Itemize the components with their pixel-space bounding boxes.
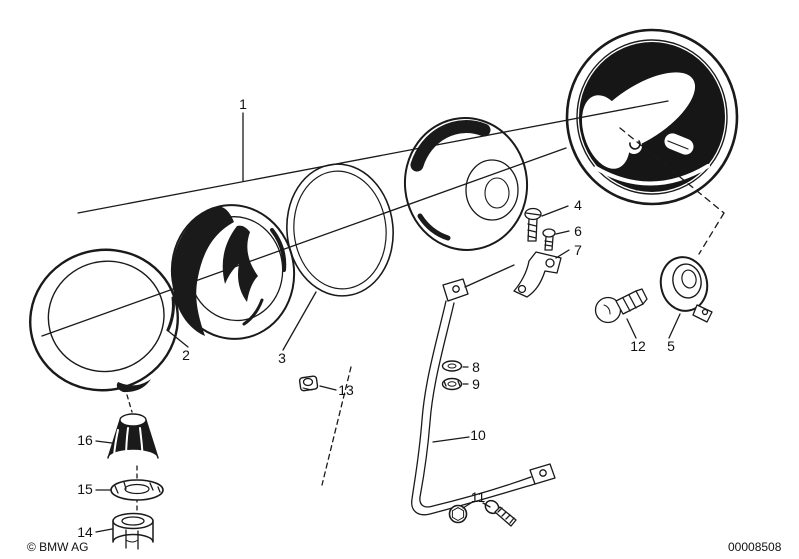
leader-10 xyxy=(432,436,470,443)
leader-3 xyxy=(282,291,317,351)
leader-4 xyxy=(541,205,569,217)
trim-ring-drawing xyxy=(170,204,296,340)
leader-5 xyxy=(668,313,681,339)
part-label-14: 14 xyxy=(77,524,93,540)
bracket-10-drawing xyxy=(411,264,556,516)
screw-4-drawing xyxy=(524,207,542,242)
part-label-7: 7 xyxy=(574,242,582,258)
part-label-6: 6 xyxy=(574,223,582,239)
seal-ring-drawing xyxy=(286,163,394,297)
nut-dash-guide xyxy=(321,366,352,486)
screw-11-drawing xyxy=(484,499,517,527)
leader-2 xyxy=(166,329,189,348)
part-label-13: 13 xyxy=(338,382,354,398)
leader-11b xyxy=(482,502,491,508)
leader-13 xyxy=(319,385,337,391)
rim-drawing xyxy=(29,248,179,392)
part-label-5: 5 xyxy=(667,338,675,354)
leader-6 xyxy=(555,230,570,235)
leader-11a xyxy=(462,502,472,509)
reflector-drawing xyxy=(403,117,529,251)
part-label-1: 1 xyxy=(239,96,247,112)
bracket-7-drawing xyxy=(513,251,562,298)
part-label-2: 2 xyxy=(182,347,190,363)
document-number: 00008508 xyxy=(728,540,782,554)
part-label-16: 16 xyxy=(77,432,93,448)
part-label-10: 10 xyxy=(470,427,486,443)
leader-16 xyxy=(95,440,113,444)
screw-6-drawing xyxy=(542,228,556,251)
leader-12 xyxy=(626,318,637,339)
washer-15-drawing xyxy=(110,479,164,501)
part-label-15: 15 xyxy=(77,481,93,497)
nut-13-drawing xyxy=(298,375,319,392)
part-label-4: 4 xyxy=(574,197,582,213)
leader-7 xyxy=(555,249,570,259)
socket-5-drawing xyxy=(659,256,713,323)
part-label-11: 11 xyxy=(470,489,486,505)
bulb-12-drawing xyxy=(594,288,648,324)
bolt-11-drawing xyxy=(448,504,468,524)
part-label-9: 9 xyxy=(472,376,480,392)
washer-8-drawing xyxy=(441,360,463,372)
shell-dash-guide xyxy=(619,127,725,214)
part-label-8: 8 xyxy=(472,359,480,375)
leader-14 xyxy=(95,528,113,533)
copyright-text: © BMW AG xyxy=(27,540,89,554)
rim-shading xyxy=(116,379,151,393)
part-label-3: 3 xyxy=(278,350,286,366)
shell-drawing xyxy=(565,28,739,206)
cap-16-drawing xyxy=(107,413,159,461)
stack-dash-guide-top xyxy=(126,394,133,413)
part-label-12: 12 xyxy=(630,338,646,354)
group-leader-line xyxy=(77,100,669,214)
washer-9-drawing xyxy=(441,377,463,391)
clamp-14-drawing xyxy=(112,512,154,550)
axis-line xyxy=(41,147,567,337)
